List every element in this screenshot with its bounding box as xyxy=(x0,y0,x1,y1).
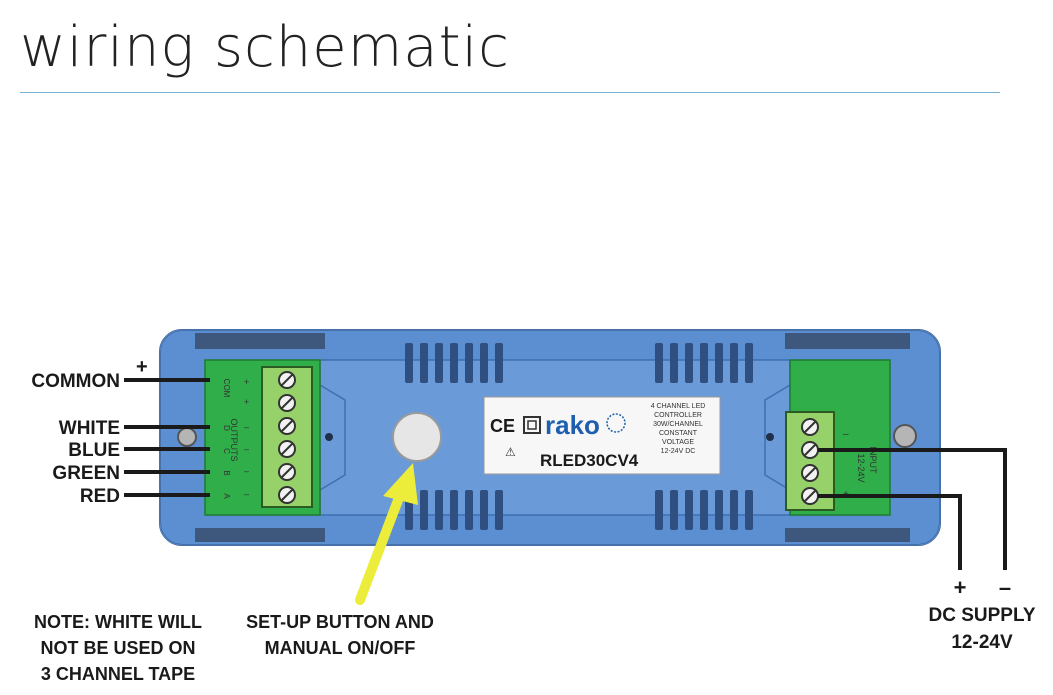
screw-hole-left xyxy=(325,433,333,441)
ce-mark: CE xyxy=(490,416,515,436)
note-button-line1: SET-UP BUTTON AND xyxy=(246,612,434,632)
minus-mark-2: – xyxy=(244,444,249,454)
product-label: CE rako ⚠ RLED30CV4 4 CHANNEL LED CONTRO… xyxy=(483,396,721,475)
outputs-vertical-label: OUTPUTS xyxy=(229,418,239,461)
wire-label-blue: BLUE xyxy=(68,440,120,461)
wire-label-green: GREEN xyxy=(52,463,120,484)
title-divider xyxy=(20,92,1000,93)
desc-line-4: CONSTANT xyxy=(659,430,698,437)
double-insulation-icon xyxy=(523,416,541,434)
minus-mark-1: – xyxy=(244,422,249,432)
input-vertical-label: INPUT xyxy=(868,447,878,475)
note-white-line2: NOT BE USED ON xyxy=(40,638,195,658)
model-number: RLED30CV4 xyxy=(540,451,639,470)
desc-line-5: VOLTAGE xyxy=(662,439,694,446)
supply-plus-sign: + xyxy=(954,575,967,600)
note-white-line1: NOTE: WHITE WILL xyxy=(34,612,202,632)
wire-label-white: WHITE xyxy=(59,418,120,439)
output-terminal-board: OUTPUTS + + – – – – COM D C B A xyxy=(204,359,321,516)
bin-icon: ⚠ xyxy=(505,445,516,459)
wire-label-red: RED xyxy=(80,486,120,507)
minus-mark-4: – xyxy=(244,489,249,499)
input-terminal-board: INPUT 12-24V – + xyxy=(785,359,891,516)
terminal-mark-b: B xyxy=(222,470,231,475)
input-minus-mark: – xyxy=(843,429,849,440)
vent-slots xyxy=(405,343,753,530)
mount-screw-right xyxy=(893,424,917,448)
common-plus-sign: + xyxy=(136,356,148,378)
desc-line-1: 4 CHANNEL LED xyxy=(651,403,706,410)
desc-line-3: 30W/CHANNEL xyxy=(653,421,703,428)
page-title: wiring schematic xyxy=(20,15,510,80)
minus-mark-3: – xyxy=(244,466,249,476)
left-wires xyxy=(124,378,210,497)
plus-mark-2: + xyxy=(244,397,249,407)
desc-line-2: CONTROLLER xyxy=(654,412,702,419)
note-button-line2: MANUAL ON/OFF xyxy=(265,638,416,658)
brand-sun-icon xyxy=(606,413,626,433)
supply-wires xyxy=(818,448,1007,570)
supply-label-line2: 12-24V xyxy=(951,632,1013,653)
input-voltage-label: 12-24V xyxy=(856,453,866,482)
brand-logo: rako xyxy=(545,410,600,440)
supply-minus-sign: – xyxy=(999,575,1011,600)
setup-button[interactable] xyxy=(392,412,442,462)
desc-line-6: 12-24V DC xyxy=(661,448,696,455)
arrow-icon xyxy=(355,463,418,605)
terminal-mark-a: A xyxy=(222,493,231,499)
terminal-mark-d: D xyxy=(222,425,231,431)
terminal-mark-c: C xyxy=(222,448,231,454)
wire-label-common: COMMON xyxy=(31,371,120,392)
terminal-mark-com: COM xyxy=(222,379,231,398)
screw-hole-right xyxy=(766,433,774,441)
plus-mark-1: + xyxy=(244,377,249,387)
mount-screw-left xyxy=(177,427,197,447)
supply-label-line1: DC SUPPLY xyxy=(929,605,1036,626)
note-white-line3: 3 CHANNEL TAPE xyxy=(41,664,195,684)
